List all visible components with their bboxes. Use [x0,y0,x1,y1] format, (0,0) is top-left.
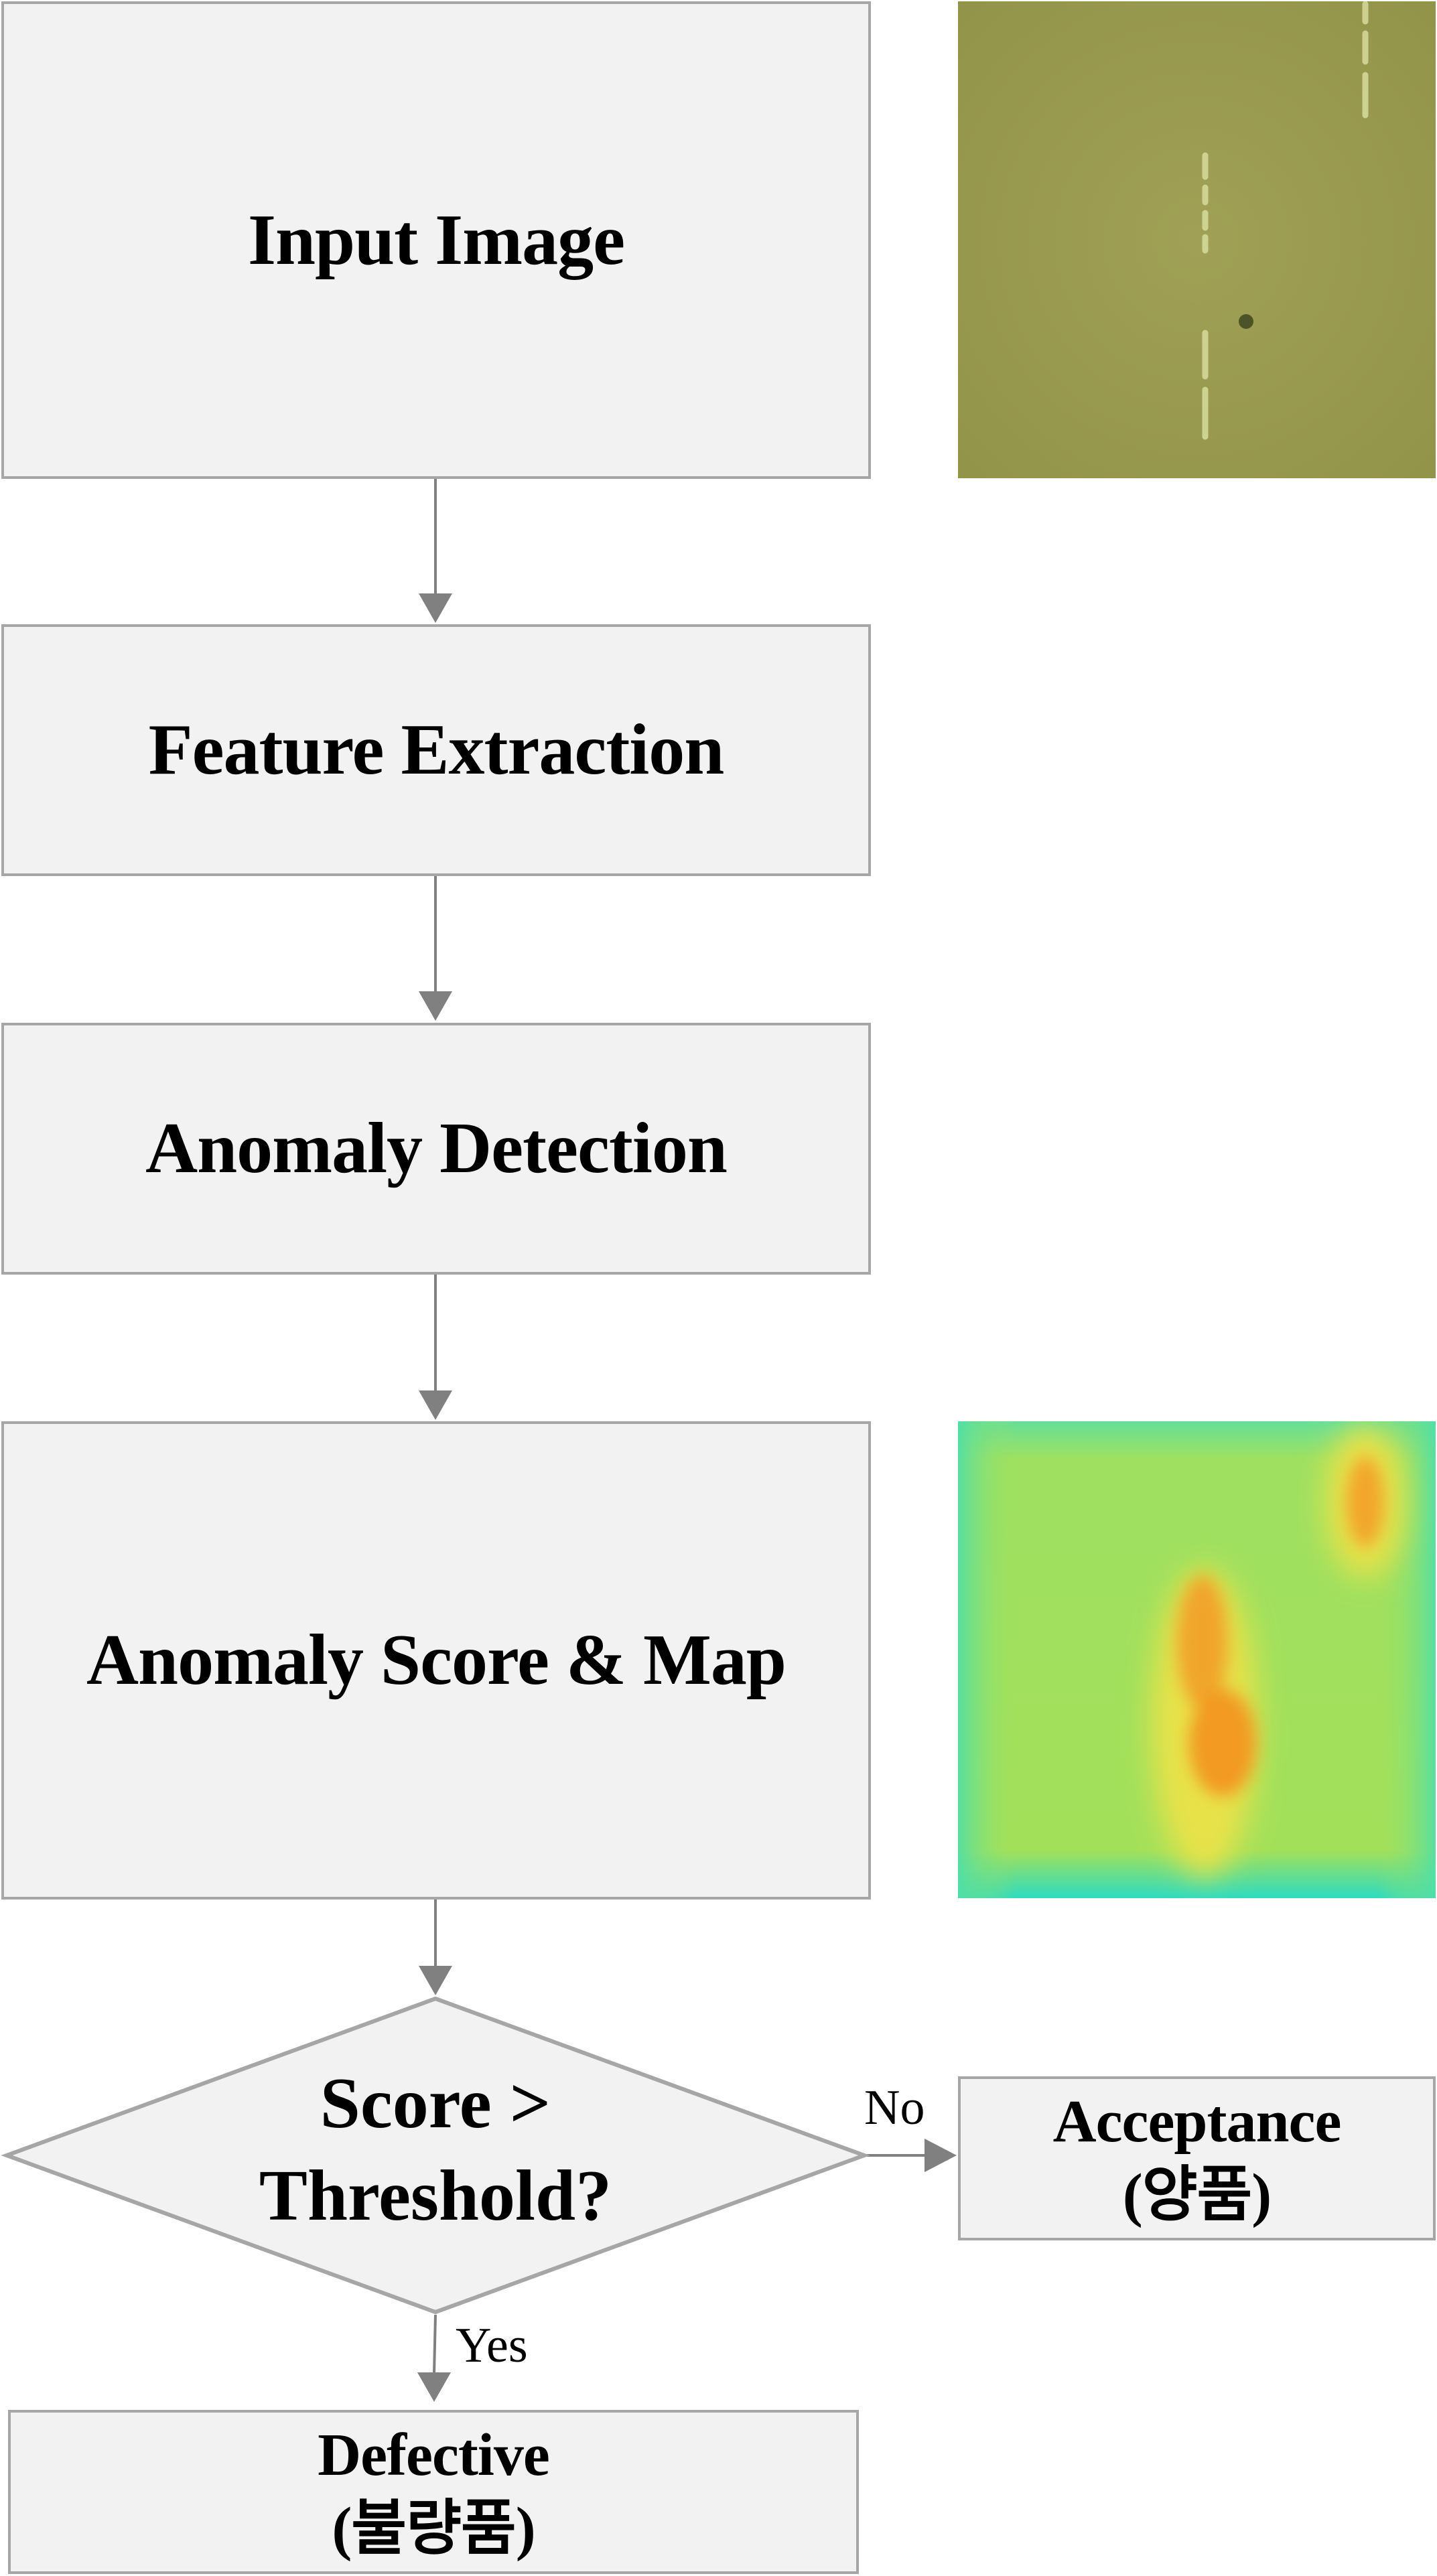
fabric-photo-graphic [958,1,1436,478]
heatmap-image [958,1421,1436,1898]
input-image-step: Input Image [1,1,871,479]
decision-line-2: Threshold? [259,2156,612,2236]
anomaly-detection-step: Anomaly Detection [1,1023,871,1275]
anomaly-score-map-step: Anomaly Score & Map [1,1421,871,1900]
feature-extraction-label: Feature Extraction [148,710,725,790]
defective-box: Defective (불량품) [8,2410,859,2574]
anomaly-score-map-label: Anomaly Score & Map [86,1620,786,1701]
no-label: No [864,2080,925,2135]
arrowhead-3 [419,1390,452,1420]
acceptance-box: Acceptance (양품) [958,2076,1436,2240]
arrow-decision-to-defective [433,2314,437,2374]
fabric-photo [958,1,1436,478]
heatmap-graphic [958,1421,1436,1898]
arrowhead-5 [925,2139,957,2172]
defective-line-2: (불량품) [332,2495,535,2562]
anomaly-detection-label: Anomaly Detection [145,1108,728,1189]
arrowhead-1 [419,593,452,623]
arrowhead-4 [419,1966,452,1995]
defective-line-1: Defective [318,2421,550,2488]
input-image-label: Input Image [247,200,625,280]
yes-label: Yes [456,2318,528,2373]
arrowhead-6 [417,2372,451,2402]
acceptance-line-1: Acceptance [1052,2088,1342,2155]
decision-line-1: Score > [320,2063,551,2143]
acceptance-line-2: (양품) [1122,2161,1272,2228]
feature-extraction-step: Feature Extraction [1,624,871,876]
decision-diamond [1,1996,870,2315]
arrowhead-2 [419,991,452,1021]
decision-text: Score > Threshold? [121,2056,750,2244]
